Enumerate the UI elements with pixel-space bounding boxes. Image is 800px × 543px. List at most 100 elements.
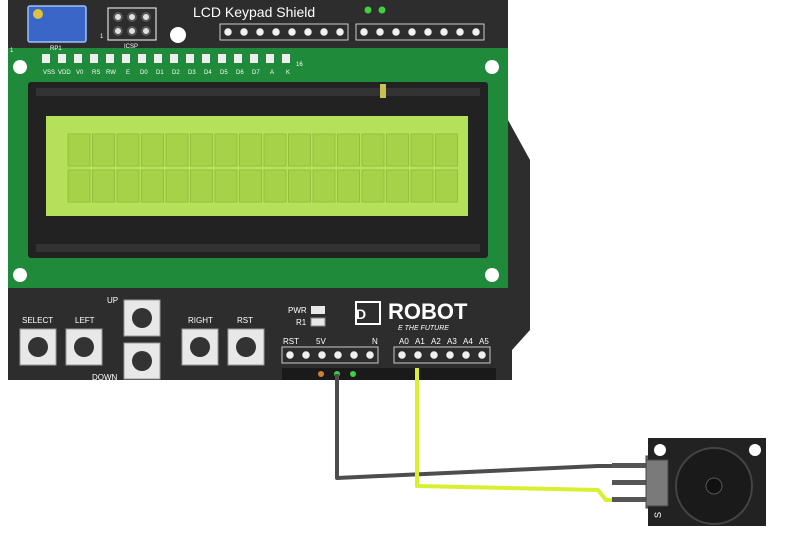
analog-header-pin[interactable] <box>427 348 441 362</box>
lcd-pin-label: D0 <box>140 70 148 76</box>
hdr-a3-label: A3 <box>447 337 457 346</box>
lcd-char-cell <box>410 133 434 167</box>
lcd-char-cell <box>361 133 385 167</box>
up-button[interactable] <box>123 299 161 337</box>
pin16-label: 16 <box>296 62 303 68</box>
lcd-pin-hole <box>170 54 178 63</box>
down-label: DOWN <box>92 373 118 382</box>
lcd-char-cell <box>263 169 287 203</box>
lcd-char-cell <box>410 169 434 203</box>
lcd-connector-mark <box>380 84 386 98</box>
mount-hole-top <box>170 27 186 43</box>
lcd-char-cell <box>67 133 91 167</box>
pin-minus-label: - <box>606 458 608 464</box>
digital-header-pin[interactable] <box>405 25 419 39</box>
analog-header-pin[interactable] <box>475 348 489 362</box>
power-header-outline <box>281 346 379 364</box>
pcb-green-edge <box>490 120 508 240</box>
lcd-pin-label: D1 <box>156 70 164 76</box>
brand-tagline: E THE FUTURE <box>398 325 449 332</box>
right-button[interactable] <box>181 328 219 366</box>
gnd-pin-marker <box>318 371 324 377</box>
mount-hole-bl <box>13 268 27 282</box>
lcd-pin-label: E <box>126 70 130 76</box>
analog-header-pin[interactable] <box>411 348 425 362</box>
lcd-pin-hole <box>154 54 162 63</box>
reset-button[interactable] <box>227 328 265 366</box>
pot-label: RP1 <box>50 46 62 52</box>
power-header-pin[interactable] <box>363 348 377 362</box>
digital-header-pin[interactable] <box>373 25 387 39</box>
analog-header-pin[interactable] <box>443 348 457 362</box>
digital-header-pin[interactable] <box>389 25 403 39</box>
icsp-label: ICSP <box>124 44 138 50</box>
buzzer-mount-hole-2 <box>749 444 761 456</box>
digital-header-pin[interactable] <box>333 25 347 39</box>
lcd-character-grid <box>67 133 458 203</box>
digital-header-pin[interactable] <box>469 25 483 39</box>
digital-header-pin[interactable] <box>253 25 267 39</box>
digital-header-outline <box>219 23 349 41</box>
left-button[interactable] <box>65 328 103 366</box>
mount-hole-br <box>485 268 499 282</box>
lcd-pin-hole <box>42 54 50 63</box>
power-header <box>281 346 379 364</box>
lcd-pin-hole <box>90 54 98 63</box>
digital-header-pin[interactable] <box>421 25 435 39</box>
digital-header-pin[interactable] <box>301 25 315 39</box>
pin-signal-label: S <box>653 512 663 518</box>
lcd-char-cell <box>386 169 409 203</box>
lcd-pin-label: D5 <box>220 70 228 76</box>
lcd-pin-hole <box>58 54 66 63</box>
buzzer-module: - + S <box>606 438 766 526</box>
select-button[interactable] <box>19 328 57 366</box>
down-button[interactable] <box>123 342 161 380</box>
power-header-pin[interactable] <box>299 348 313 362</box>
shield-title: LCD Keypad Shield <box>193 4 315 20</box>
lcd-pin-hole <box>74 54 82 63</box>
analog-header-pin[interactable] <box>395 348 409 362</box>
buzzer-mount-hole-1 <box>654 444 666 456</box>
digital-header-pin[interactable] <box>285 25 299 39</box>
lcd-pin-label: D7 <box>252 70 260 76</box>
lcd-pin-hole <box>282 54 290 63</box>
power-header-pin[interactable] <box>283 348 297 362</box>
lcd-pin-hole <box>122 54 130 63</box>
power-header-pin[interactable] <box>331 348 345 362</box>
digital-header-pin[interactable] <box>269 25 283 39</box>
power-header-pin[interactable] <box>347 348 361 362</box>
lcd-char-cell <box>288 133 311 167</box>
digital-header-pin[interactable] <box>437 25 451 39</box>
lcd-char-cell <box>116 169 140 203</box>
status-led-2 <box>378 6 386 14</box>
power-header-pin[interactable] <box>315 348 329 362</box>
digital-header-outline <box>355 23 485 41</box>
analog-header-pin[interactable] <box>459 348 473 362</box>
hdr-a1-label: A1 <box>415 337 425 346</box>
digital-header-pin[interactable] <box>237 25 251 39</box>
keypad: SELECT LEFT UP DOWN RIGHT <box>19 296 265 382</box>
lcd-char-cell <box>239 133 262 167</box>
gnd-pin-marker-3 <box>350 371 356 377</box>
lcd-char-cell <box>312 169 336 203</box>
lcd-pin-hole <box>250 54 258 63</box>
lcd-pin-holes <box>42 54 290 63</box>
lcd-char-cell <box>361 169 385 203</box>
pwr-label: PWR <box>288 306 307 315</box>
digital-header-pin[interactable] <box>221 25 235 39</box>
buzzer-header-overlay <box>645 459 669 507</box>
lcd-char-cell <box>190 169 213 203</box>
lcd-char-cell <box>435 133 458 167</box>
resistor-r1 <box>310 317 326 327</box>
lcd-pin-label: K <box>286 70 290 76</box>
hdr-a0-label: A0 <box>399 337 409 346</box>
digital-header-top-left <box>219 23 349 41</box>
digital-header-pin[interactable] <box>453 25 467 39</box>
digital-header-pin[interactable] <box>317 25 331 39</box>
hdr-vin-label: N <box>372 337 378 346</box>
analog-header <box>393 346 491 364</box>
lcd-char-cell <box>141 169 164 203</box>
lcd-char-cell <box>435 169 458 203</box>
lcd-char-cell <box>337 169 360 203</box>
digital-header-pin[interactable] <box>357 25 371 39</box>
